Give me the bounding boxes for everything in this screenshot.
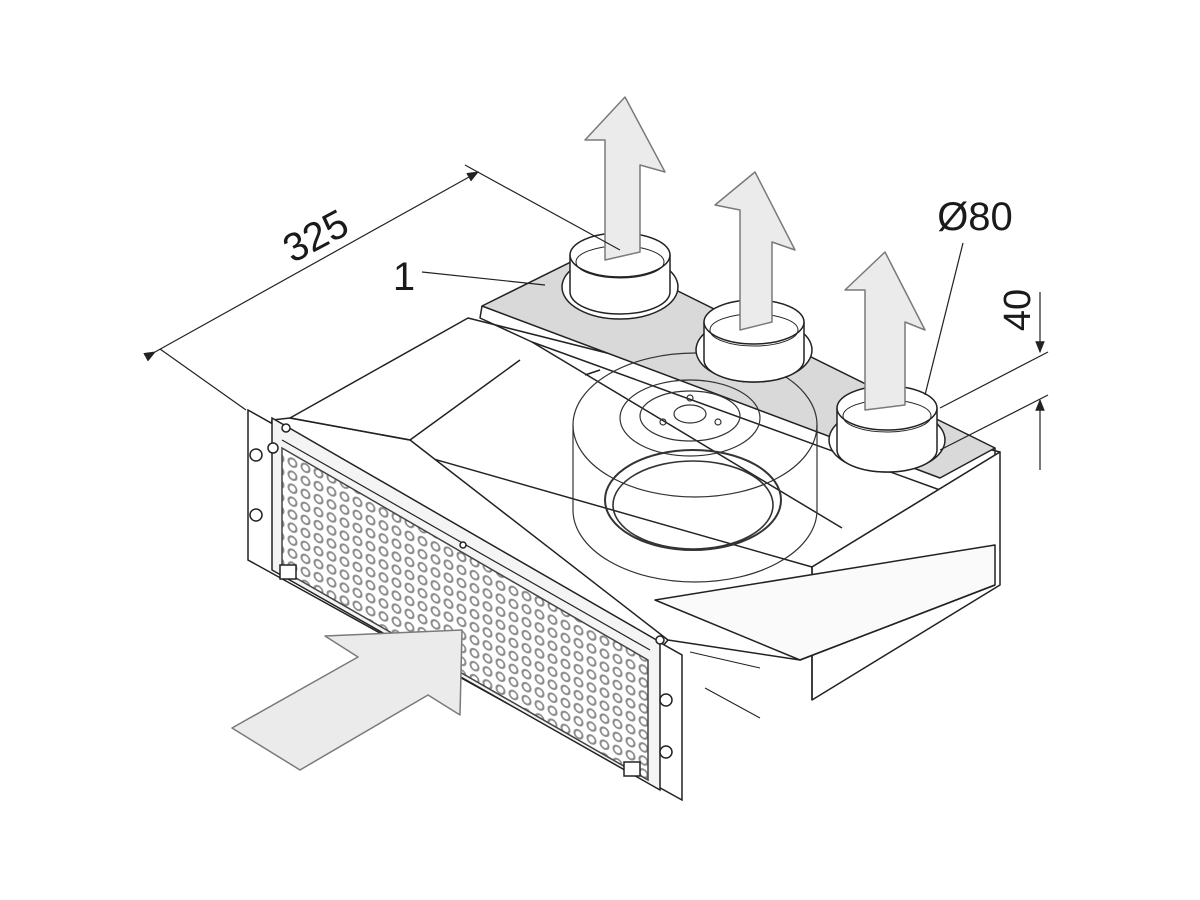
airflow-out-arrow xyxy=(844,251,926,411)
dimension-lines xyxy=(143,164,1049,470)
dimension-texts: 325 Ø80 40 1 xyxy=(276,195,1039,331)
dim-depth-label: 325 xyxy=(276,201,356,271)
mount-hole xyxy=(659,693,673,707)
mount-hole xyxy=(249,448,263,462)
callout-1-label: 1 xyxy=(393,255,415,299)
dim-height-label: 40 xyxy=(997,289,1039,331)
screw xyxy=(459,541,467,549)
screw-clip xyxy=(623,761,641,777)
nozzle-1 xyxy=(561,232,679,320)
airflow-out-arrow xyxy=(584,96,666,261)
nozzle-2 xyxy=(695,299,813,383)
mount-hole xyxy=(249,508,263,522)
airflow-in-arrow xyxy=(231,629,463,771)
screw xyxy=(281,423,291,433)
mount-hole xyxy=(659,745,673,759)
screw xyxy=(655,635,665,645)
perforated-grille xyxy=(281,446,649,782)
front-panel xyxy=(247,408,683,802)
airflow-out-arrow xyxy=(714,171,796,331)
fan-impeller xyxy=(572,352,818,583)
dim-diameter-label: Ø80 xyxy=(937,195,1013,239)
screw-clip xyxy=(279,564,297,580)
